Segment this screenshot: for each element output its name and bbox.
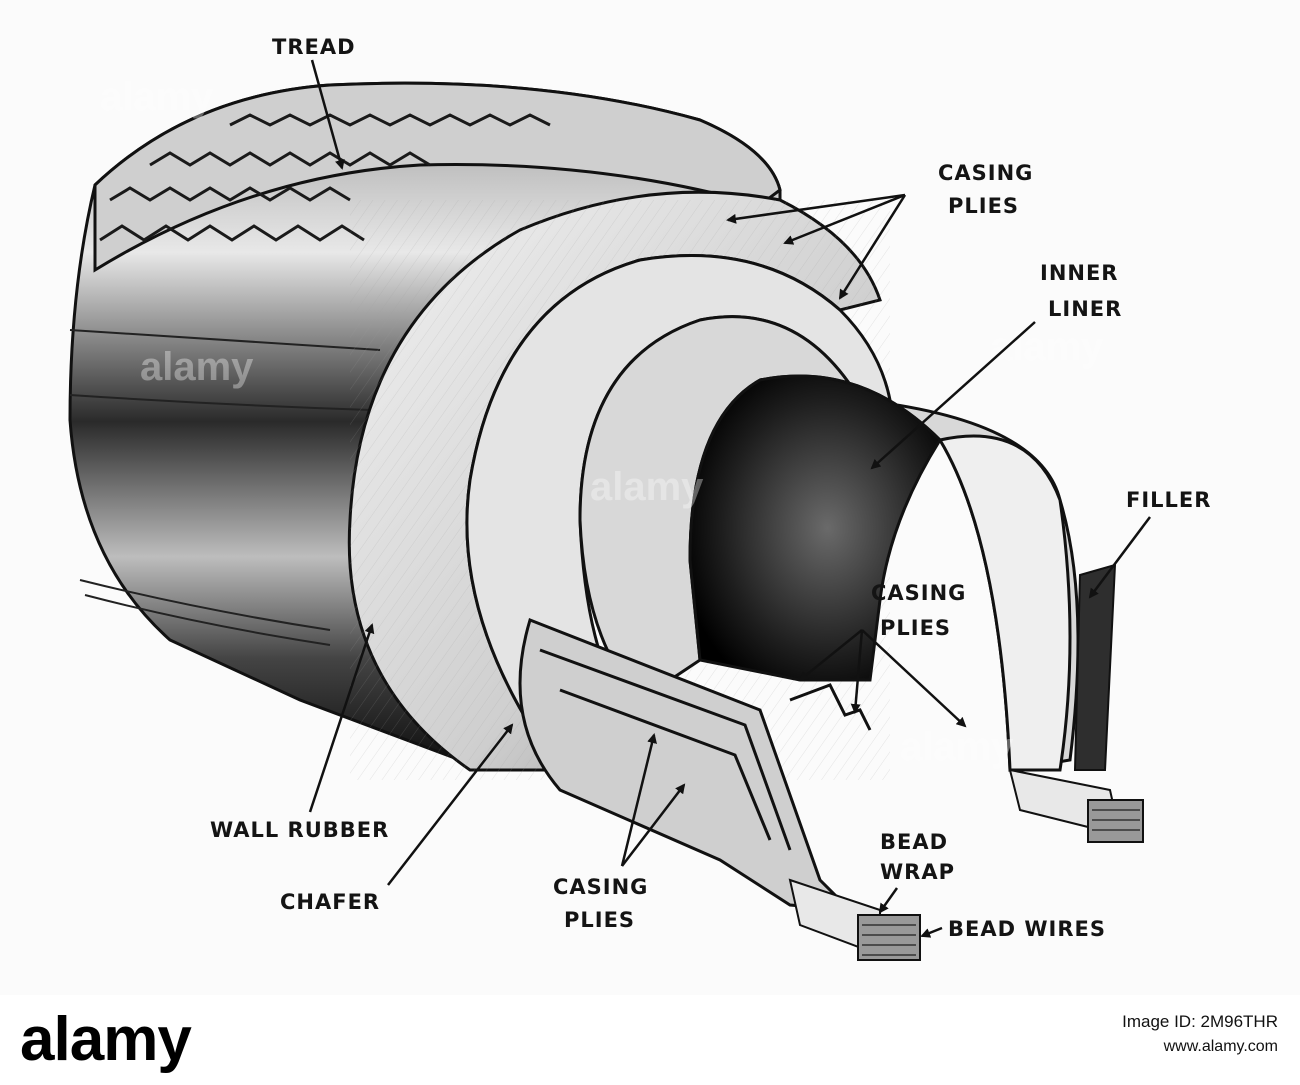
svg-text:alamy: alamy — [100, 75, 214, 119]
label-bead-wires: BEAD WIRES — [948, 917, 1106, 941]
watermarks: alamy alamy alamy alamy alamy — [100, 75, 1104, 769]
label-inner-liner-1: INNER — [1040, 261, 1118, 285]
label-bead-wrap-2: WRAP — [880, 860, 955, 884]
leader-arrows — [308, 59, 1151, 938]
bead-wires-back — [1008, 768, 1144, 843]
tyre-illustration: alamy alamy alamy alamy alamy TREAD CASI… — [68, 35, 1211, 961]
bead-ply-line-2 — [559, 688, 772, 841]
image-id: Image ID: 2M96THR — [1122, 1012, 1278, 1031]
bead-ply-line-1 — [539, 648, 792, 851]
tyre-cutaway-diagram: alamy alamy alamy alamy alamy TREAD CASI… — [68, 35, 1211, 961]
footer-bar — [0, 995, 1300, 1085]
site-url[interactable]: www.alamy.com — [1163, 1038, 1278, 1055]
label-casing-plies-mid-1: CASING — [871, 581, 966, 605]
label-casing-plies-bottom-1: CASING — [553, 875, 648, 899]
svg-text:alamy: alamy — [140, 345, 254, 389]
label-wall-rubber: WALL RUBBER — [210, 818, 389, 842]
tread-band — [93, 81, 782, 273]
label-inner-liner-2: LINER — [1048, 297, 1122, 321]
label-bead-wrap-1: BEAD — [880, 830, 948, 854]
label-casing-plies-mid-2: PLIES — [880, 616, 951, 640]
inner-ply-steps — [789, 683, 872, 731]
right-flange — [937, 434, 1072, 772]
image-metadata: Image ID: 2M96THR www.alamy.com — [1122, 1012, 1278, 1056]
svg-text:alamy: alamy — [590, 465, 704, 509]
bead-wires-front — [788, 878, 921, 961]
svg-text:alamy: alamy — [990, 325, 1104, 369]
label-chafer: CHAFER — [280, 890, 380, 914]
sidewall-lines — [69, 329, 381, 646]
tyre-opening — [688, 374, 942, 682]
tread-pattern — [99, 113, 551, 242]
label-filler: FILLER — [1126, 488, 1211, 512]
alamy-logo: alamy — [20, 1005, 192, 1074]
svg-text:alamy: alamy — [900, 725, 1014, 769]
label-casing-plies-top-2: PLIES — [948, 194, 1019, 218]
label-casing-plies-bottom-2: PLIES — [564, 908, 635, 932]
filler-strip — [1073, 563, 1117, 771]
label-tread: TREAD — [272, 35, 356, 59]
label-casing-plies-top-1: CASING — [938, 161, 1033, 185]
